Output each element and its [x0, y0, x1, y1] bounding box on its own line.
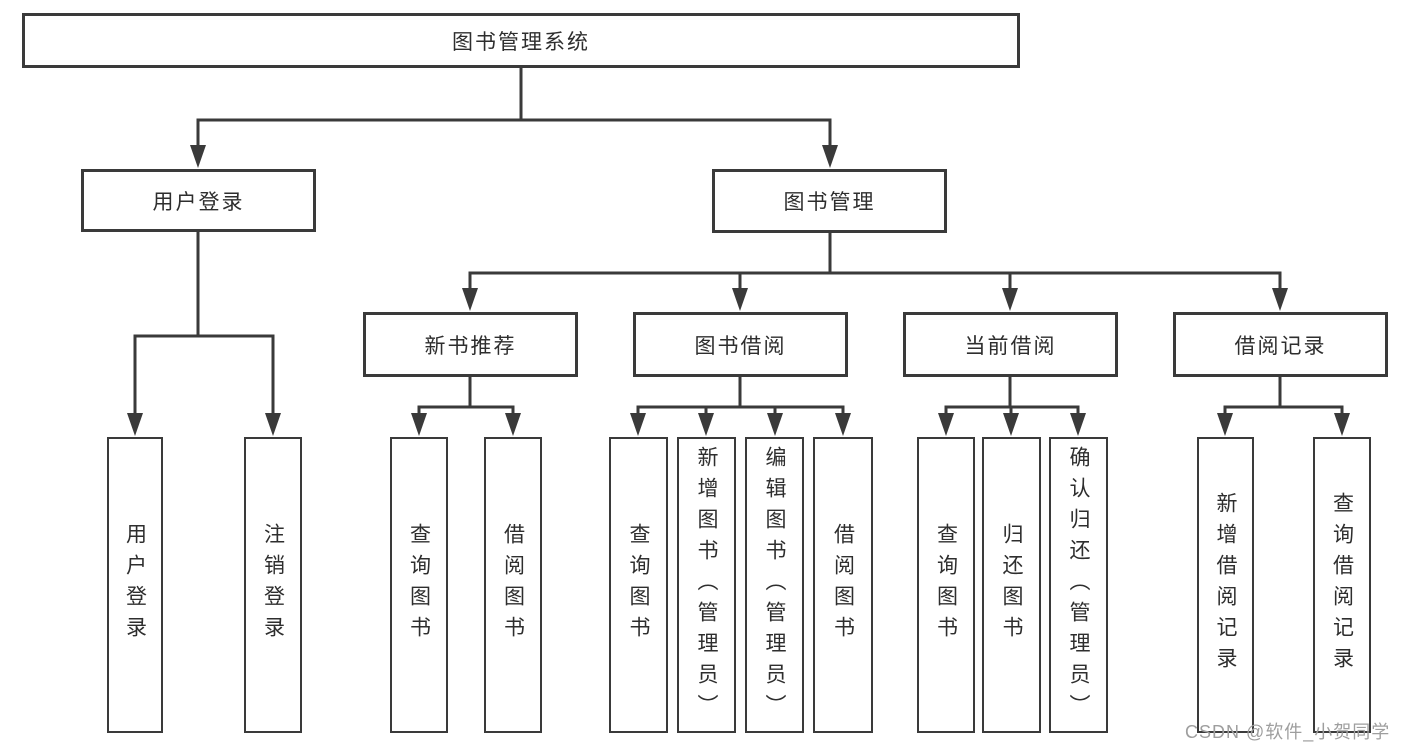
leaf-query-book-borrow-section: 查询图书 [609, 437, 668, 733]
leaf-label: 查询图书 [407, 523, 431, 647]
leaf-label: 确认归还（管理员） [1067, 445, 1090, 725]
leaf-label: 新增图书（管理员） [695, 445, 718, 725]
leaf-label: 查询图书 [627, 523, 650, 647]
node-user-login: 用户登录 [81, 169, 316, 232]
leaf-return-book: 归还图书 [982, 437, 1041, 733]
leaf-edit-book-admin: 编辑图书（管理员） [745, 437, 804, 733]
leaf-label: 借阅图书 [831, 523, 855, 647]
node-label: 图书借阅 [694, 334, 787, 358]
node-label: 图书管理系统 [452, 30, 590, 54]
leaf-confirm-return-admin: 确认归还（管理员） [1049, 437, 1108, 733]
leaf-logout-login: 注销登录 [244, 437, 302, 733]
leaf-user-login: 用户登录 [107, 437, 163, 733]
leaf-label: 新增借阅记录 [1214, 492, 1237, 678]
node-borrow-records: 借阅记录 [1173, 312, 1388, 377]
node-book-management: 图书管理 [712, 169, 947, 233]
leaf-label: 归还图书 [1000, 523, 1023, 647]
leaf-add-borrow-record: 新增借阅记录 [1197, 437, 1254, 733]
node-book-borrow: 图书借阅 [633, 312, 848, 377]
leaf-label: 编辑图书（管理员） [763, 445, 786, 725]
node-new-book-recommend: 新书推荐 [363, 312, 578, 377]
leaf-label: 查询借阅记录 [1330, 492, 1354, 678]
leaf-borrow-book: 借阅图书 [813, 437, 873, 733]
leaf-query-book-recommend: 查询图书 [390, 437, 448, 733]
node-current-borrow: 当前借阅 [903, 312, 1118, 377]
node-label: 新书推荐 [424, 334, 517, 358]
leaf-query-book-current: 查询图书 [917, 437, 975, 733]
node-label: 用户登录 [152, 190, 245, 214]
leaf-borrow-book-recommend: 借阅图书 [484, 437, 542, 733]
node-label: 图书管理 [783, 191, 876, 214]
node-label: 借阅记录 [1234, 334, 1327, 358]
leaf-query-borrow-record: 查询借阅记录 [1313, 437, 1371, 733]
leaf-label: 借阅图书 [501, 523, 525, 647]
leaf-label: 查询图书 [934, 523, 958, 647]
leaf-label: 用户登录 [123, 523, 147, 647]
leaf-label: 注销登录 [261, 523, 285, 647]
leaf-add-book-admin: 新增图书（管理员） [677, 437, 736, 733]
csdn-watermark: CSDN @软件_小贺同学 [1185, 722, 1391, 742]
node-label: 当前借阅 [964, 334, 1057, 358]
node-library-management-system: 图书管理系统 [22, 13, 1020, 68]
